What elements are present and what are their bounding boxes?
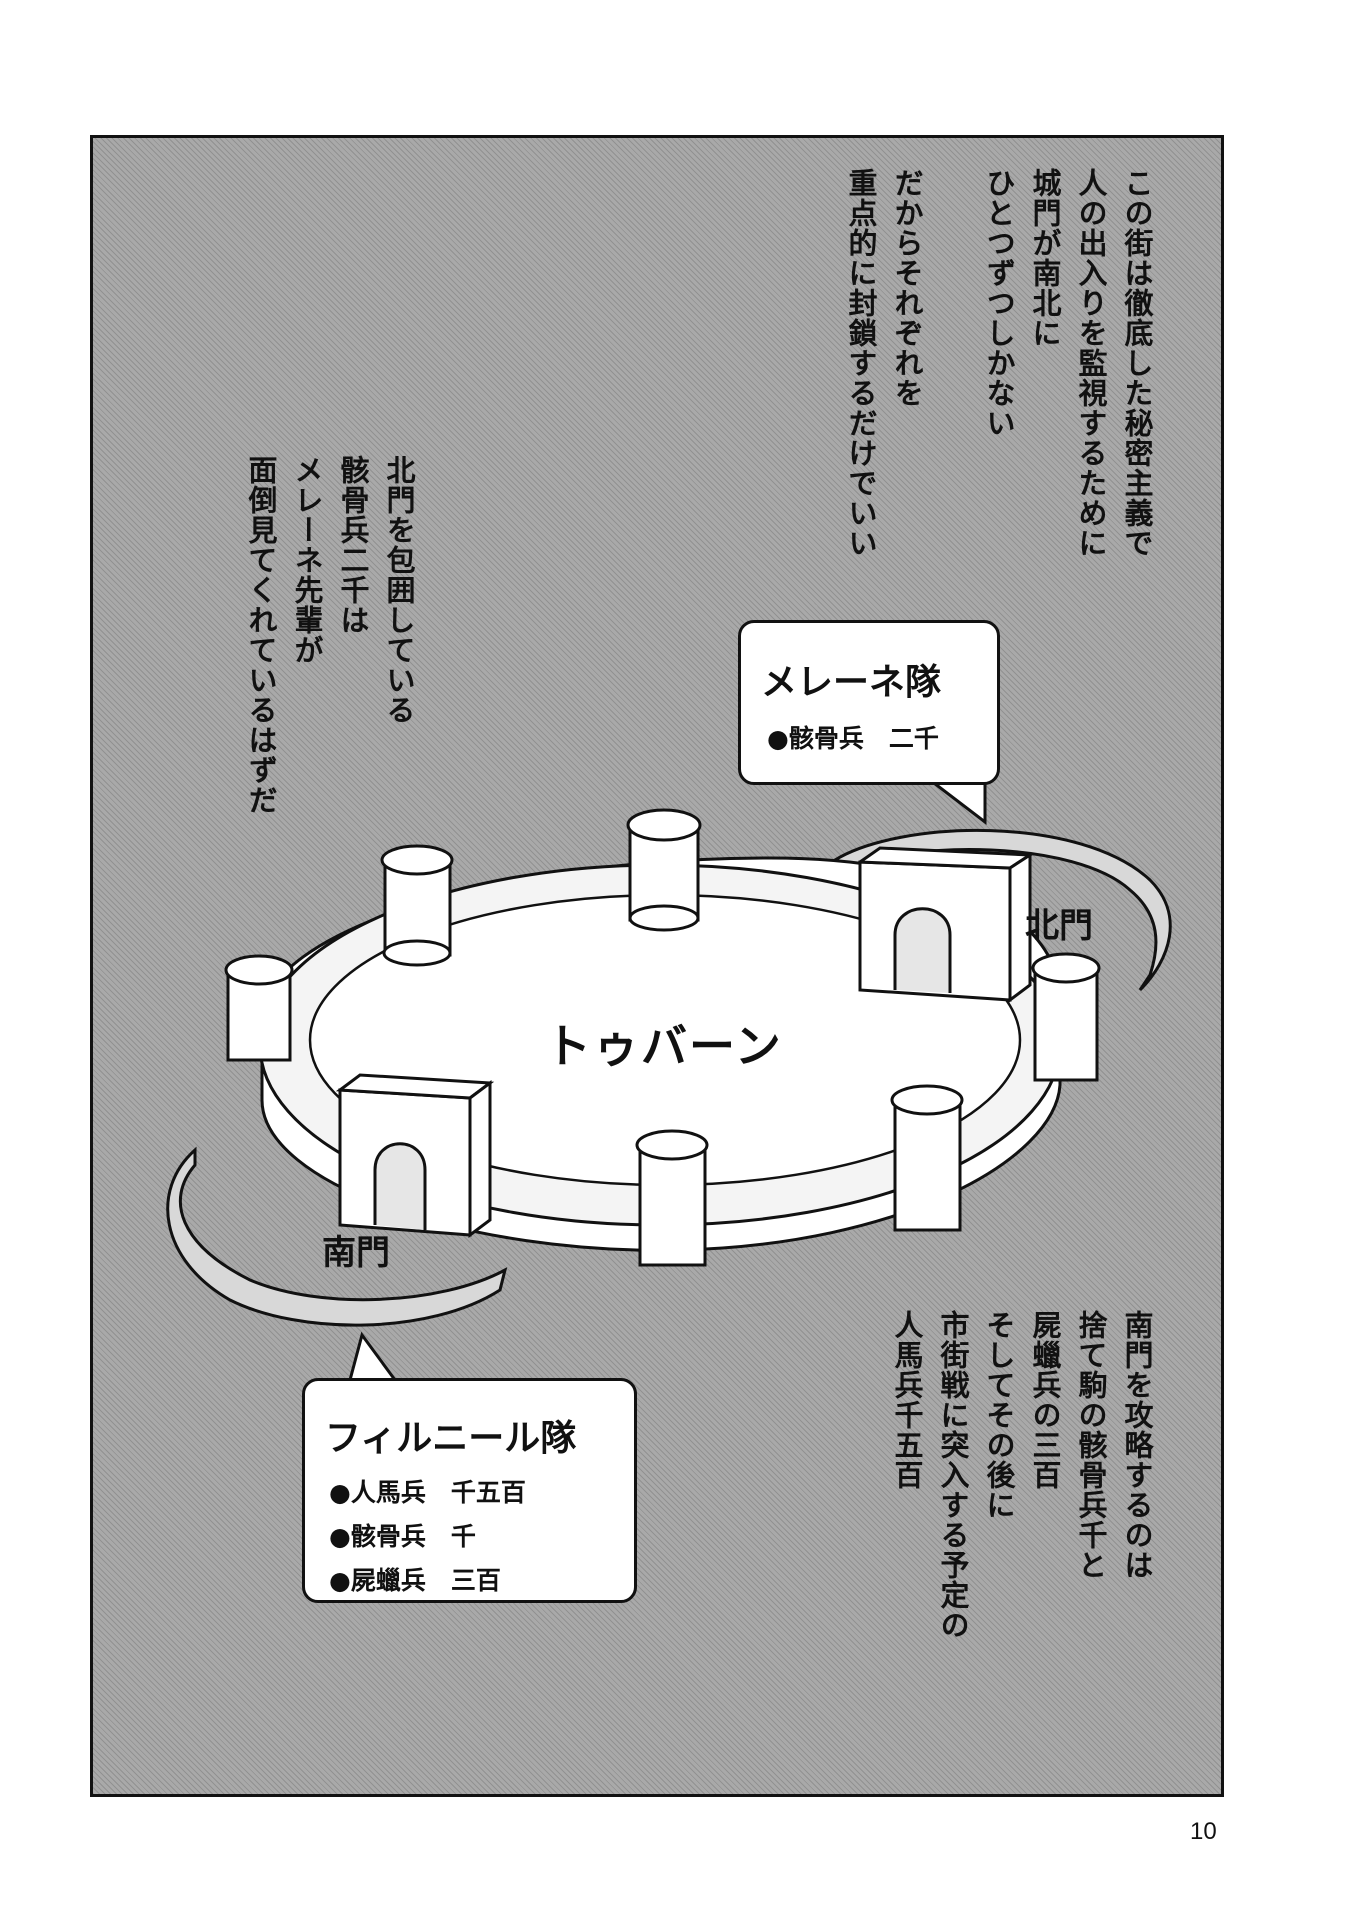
- tower: [890, 1084, 964, 1232]
- tower: [1031, 952, 1101, 1082]
- narration-top-right: この街は徹底した秘密主義で 人の出入りを監視するために 城門が南北に ひとつずつ…: [844, 168, 1154, 558]
- north-gate-structure: [855, 846, 1035, 1003]
- north-siege-arc: [832, 828, 1172, 992]
- narration-bottom-right: 南門を攻略するのは 捨て駒の骸骨兵千と 屍蠟兵の三百 そしてその後に 市街戦に突…: [890, 1310, 1154, 1640]
- tower: [224, 954, 294, 1062]
- tower: [626, 808, 702, 932]
- firnir-unit-bubble: フィルニール隊 ●人馬兵 千五百 ●骸骨兵 千 ●屍蠟兵 三百: [302, 1378, 637, 1603]
- south-siege-arc: [166, 1146, 508, 1327]
- firnir-unit-item: ●人馬兵 千五百: [329, 1478, 526, 1507]
- page-number: 10: [1190, 1818, 1217, 1845]
- south-gate-structure: [335, 1073, 495, 1238]
- merene-unit-bubble: メレーネ隊 ●骸骨兵 二千: [738, 620, 1000, 785]
- tower: [380, 844, 454, 967]
- south-gate-label: 南門: [322, 1233, 390, 1273]
- city-name-label: トゥバーン: [545, 1019, 783, 1073]
- firnir-unit-item: ●屍蠟兵 三百: [329, 1566, 501, 1595]
- tower: [635, 1129, 709, 1267]
- narration-mid-left: 北門を包囲している 骸骨兵二千は メレーネ先輩が 面倒見てくれているはずだ: [244, 455, 416, 815]
- north-gate-label: 北門: [1025, 906, 1093, 946]
- firnir-unit-title: フィルニール隊: [325, 1418, 577, 1459]
- firnir-unit-item: ●骸骨兵 千: [329, 1522, 476, 1551]
- merene-unit-item: ●骸骨兵 二千: [767, 724, 939, 753]
- merene-unit-title: メレーネ隊: [761, 662, 942, 703]
- firnir-bubble-tail: [348, 1331, 398, 1382]
